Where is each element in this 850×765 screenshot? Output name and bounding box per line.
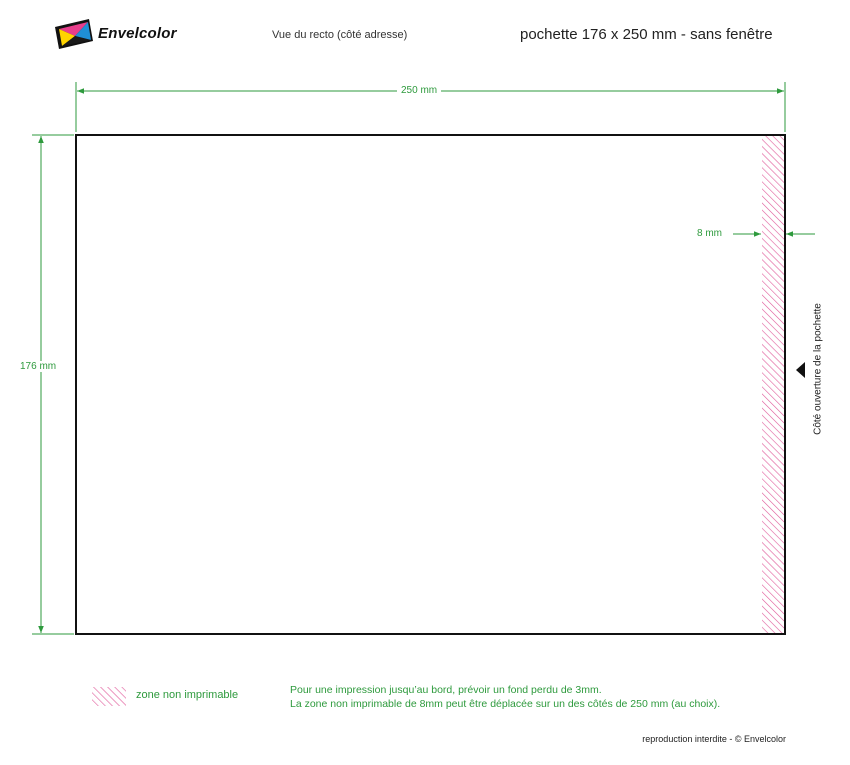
brand-name: Envelcolor: [98, 25, 177, 42]
page-title: pochette 176 x 250 mm - sans fenêtre: [520, 26, 773, 43]
note-line-2: La zone non imprimable de 8mm peut être …: [290, 698, 721, 710]
note-line-1: Pour une impression jusqu’au bord, prévo…: [290, 684, 602, 696]
height-dimension: [32, 134, 74, 635]
legend-label: zone non imprimable: [136, 689, 239, 701]
legend-swatch: [92, 687, 126, 706]
non-printable-zone: [762, 136, 784, 633]
view-subtitle: Vue du recto (côté adresse): [272, 29, 408, 41]
height-label: 176 mm: [16, 361, 61, 372]
envelcolor-logo-icon: [55, 19, 93, 49]
opening-side-pointer-icon: [796, 362, 805, 378]
width-label: 250 mm: [397, 85, 442, 96]
copyright-notice: reproduction interdite - © Envelcolor: [642, 734, 786, 744]
envelope-outline: [75, 134, 786, 635]
opening-side-label: Côté ouverture de la pochette: [812, 303, 824, 435]
margin-label: 8 mm: [693, 228, 726, 239]
print-notes: Pour une impression jusqu’au bord, prévo…: [290, 683, 720, 711]
